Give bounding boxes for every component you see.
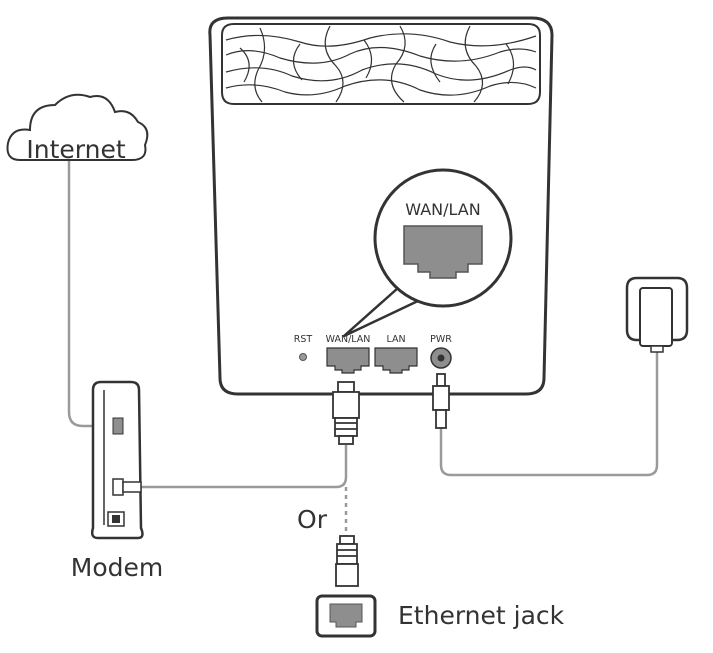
rst-label: RST: [294, 334, 313, 345]
modem-lower-port: [112, 478, 124, 496]
power-cable: [439, 350, 659, 477]
internet-cloud: Internet: [6, 93, 149, 164]
wan-lan-callout-pointer: [342, 287, 421, 338]
wan-lan-callout-label: WAN/LAN: [405, 200, 480, 219]
adapter-body: [639, 287, 673, 347]
ethernet-jack-port-icon: [329, 603, 363, 628]
cables: [67, 160, 659, 536]
modem-body: [90, 380, 144, 540]
jack-ethernet-plug: [335, 535, 359, 587]
reset-button: [299, 353, 307, 361]
modem-plug: [122, 481, 142, 493]
modem-label: Modem: [71, 553, 163, 582]
top-panel-pattern: [225, 25, 537, 103]
ethernet-jack-label: Ethernet jack: [398, 601, 565, 630]
modem: Modem: [71, 380, 163, 582]
or-label: Or: [297, 505, 328, 534]
router-power-plug: [432, 373, 450, 429]
internet-to-modem-cable: [67, 160, 113, 428]
cloud-icon: [6, 93, 149, 161]
wan-lan-port: [326, 347, 370, 374]
pwr-port-label: PWR: [430, 334, 452, 345]
router-ethernet-plug: [332, 381, 360, 445]
lan-port-label: LAN: [386, 334, 405, 345]
modem-upper-port: [112, 417, 124, 435]
internet-label: Internet: [26, 135, 125, 164]
power-adapter: [625, 276, 689, 353]
modem-to-router-cable: [140, 445, 348, 489]
router: WAN/LAN RST WAN/LAN LAN PWR: [208, 16, 554, 396]
lan-port: [374, 347, 418, 374]
callout-ethernet-port: [403, 225, 483, 279]
ethernet-jack: [315, 594, 377, 638]
wan-lan-port-label: WAN/LAN: [326, 334, 371, 345]
